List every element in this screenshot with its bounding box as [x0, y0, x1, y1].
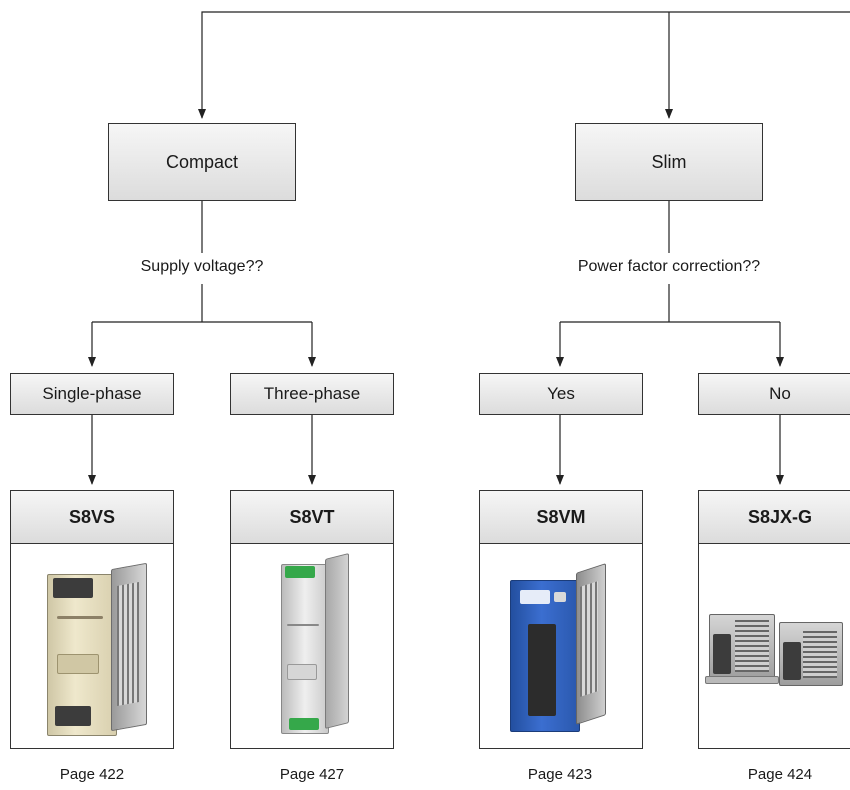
slim-box: Slim — [575, 123, 763, 201]
compact-box: Compact — [108, 123, 296, 201]
option-label: Three-phase — [263, 384, 361, 403]
page-ref-s8vs: Page 422 — [59, 766, 125, 783]
s8vt-power-supply-icon — [231, 544, 393, 748]
top-connector — [198, 11, 850, 119]
product-image-card-s8jx-g — [698, 543, 850, 749]
slim-label: Slim — [651, 151, 687, 172]
product-header-s8vt: S8VT — [230, 490, 394, 544]
compact-label: Compact — [165, 151, 239, 172]
page-ref-s8jx-g: Page 424 — [747, 766, 813, 783]
option-no: No — [698, 373, 850, 415]
option-single-phase: Single-phase — [10, 373, 174, 415]
option-three-phase: Three-phase — [230, 373, 394, 415]
product-model: S8VM — [536, 506, 586, 527]
product-model: S8VS — [68, 506, 116, 527]
option-label: Yes — [547, 384, 575, 403]
s8vs-power-supply-icon — [11, 544, 173, 748]
product-image-card-s8vm — [479, 543, 643, 749]
option-label: Single-phase — [42, 384, 142, 403]
page-ref-s8vt: Page 427 — [279, 766, 345, 783]
power-factor-question: Power factor correction?? — [571, 258, 767, 276]
question-to-options-left — [92, 284, 312, 323]
product-header-s8jx-g: S8JX-G — [698, 490, 850, 544]
supply-voltage-question: Supply voltage?? — [134, 258, 270, 276]
s8vm-power-supply-icon — [480, 544, 642, 748]
s8jx-g-power-supply-icon — [699, 544, 850, 748]
product-header-s8vm: S8VM — [479, 490, 643, 544]
question-to-options-right — [560, 284, 780, 323]
product-header-s8vs: S8VS — [10, 490, 174, 544]
product-image-card-s8vs — [10, 543, 174, 749]
product-model: S8JX-G — [747, 506, 813, 527]
page-ref-s8vm: Page 423 — [527, 766, 593, 783]
product-image-card-s8vt — [230, 543, 394, 749]
option-label: No — [769, 384, 791, 403]
option-yes: Yes — [479, 373, 643, 415]
product-model: S8VT — [289, 506, 335, 527]
